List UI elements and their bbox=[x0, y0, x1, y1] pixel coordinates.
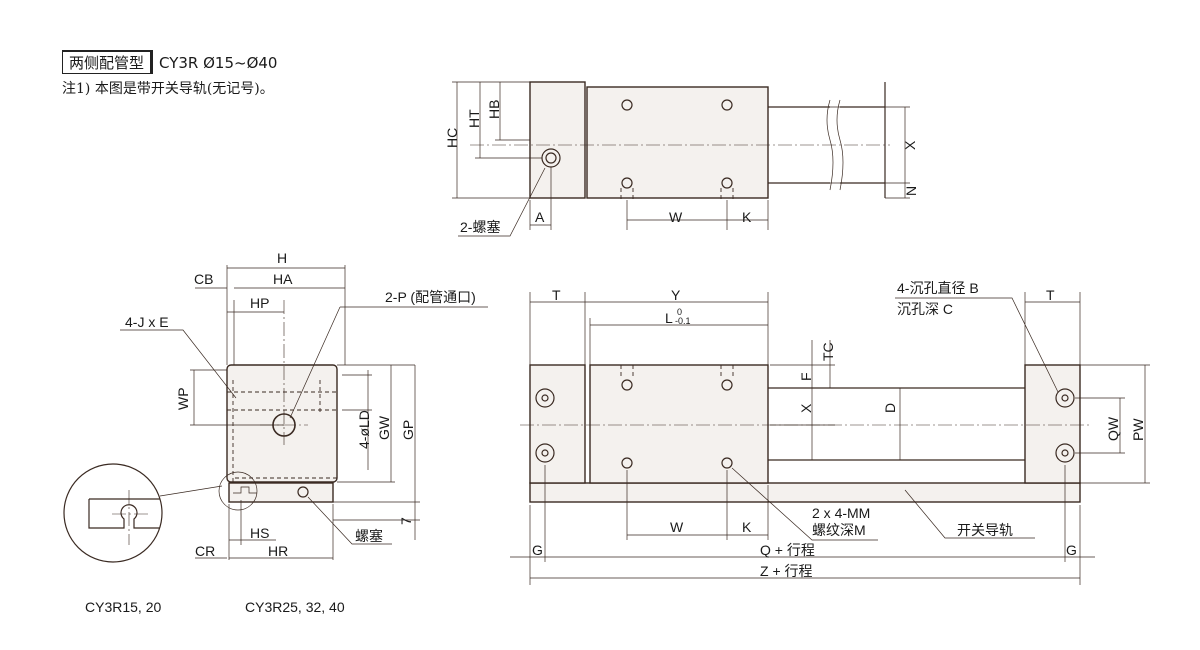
dim-hs: HS bbox=[250, 525, 269, 541]
top-view: HC HT HB X N A W K 2-螺塞 bbox=[444, 81, 919, 237]
dim-ht: HT bbox=[466, 109, 482, 128]
dim-g-left: G bbox=[532, 542, 543, 558]
dim-t-right: T bbox=[1046, 287, 1055, 303]
dim-d: D bbox=[882, 403, 898, 413]
dim-l-upper-tol: 0 bbox=[677, 307, 682, 317]
jxe-label: 4-J x E bbox=[125, 314, 169, 330]
thread-label: 2 x 4-MM bbox=[812, 505, 870, 521]
caption-large-bore: CY3R25, 32, 40 bbox=[245, 599, 345, 615]
counterbore-depth-label: 沉孔深 C bbox=[897, 301, 953, 317]
dim-f: F bbox=[798, 372, 814, 381]
dim-gp: GP bbox=[400, 420, 416, 440]
port-label: 2-P (配管通口) bbox=[385, 289, 476, 305]
dim-g-right: G bbox=[1066, 542, 1077, 558]
dim-a: A bbox=[535, 209, 545, 225]
note: 注1) 本图是带开关导轨(无记号)。 bbox=[62, 81, 274, 97]
dim-hp: HP bbox=[250, 295, 269, 311]
dim-hc: HC bbox=[444, 128, 460, 148]
dim-z: Z + 行程 bbox=[760, 563, 813, 579]
caption-small-bore: CY3R15, 20 bbox=[85, 599, 161, 615]
dim-ld: 4-øLD bbox=[356, 410, 372, 449]
detail-circle bbox=[63, 463, 163, 563]
dim-l: L bbox=[665, 310, 673, 326]
dim-7: 7 bbox=[398, 517, 414, 525]
front-view: T Y L 0 -0.1 TC F X D QW PW T W K G Q + … bbox=[510, 280, 1150, 585]
dim-gw: GW bbox=[376, 415, 392, 440]
thread-depth-label: 螺纹深M bbox=[812, 522, 866, 538]
mounting-holes bbox=[621, 99, 733, 189]
plug-label: 2-螺塞 bbox=[460, 219, 500, 235]
dim-k: K bbox=[742, 519, 752, 535]
type-tag: 两侧配管型 bbox=[62, 50, 154, 74]
counterbore-label: 4-沉孔直径 B bbox=[897, 280, 979, 296]
side-view: H HA CB HP 4-J x E 2-P (配管通口) WP 4-øLD G… bbox=[63, 250, 488, 563]
dim-qw: QW bbox=[1105, 416, 1121, 441]
dim-hb: HB bbox=[486, 100, 502, 119]
dim-w: W bbox=[670, 519, 684, 535]
plug-icon bbox=[297, 486, 309, 498]
dim-tc: TC bbox=[820, 342, 836, 361]
dim-cb: CB bbox=[194, 271, 213, 287]
model-range: CY3R Ø15~Ø40 bbox=[159, 54, 278, 72]
dim-h: H bbox=[277, 250, 287, 266]
dim-ha: HA bbox=[273, 271, 293, 287]
dim-hr: HR bbox=[268, 543, 288, 559]
dim-x: X bbox=[798, 403, 814, 413]
mounting-holes bbox=[535, 379, 1075, 469]
dim-q: Q + 行程 bbox=[760, 542, 815, 558]
plug-label: 螺塞 bbox=[355, 528, 383, 544]
dim-cr: CR bbox=[195, 543, 215, 559]
dim-k: K bbox=[742, 209, 752, 225]
dim-pw: PW bbox=[1130, 418, 1146, 441]
switch-rail-label: 开关导轨 bbox=[957, 522, 1013, 538]
dim-x: X bbox=[902, 140, 918, 150]
dim-l-lower-tol: -0.1 bbox=[675, 316, 691, 326]
dim-wp: WP bbox=[175, 387, 191, 410]
dim-w: W bbox=[669, 209, 683, 225]
dim-n: N bbox=[903, 186, 919, 196]
dim-t-left: T bbox=[552, 287, 561, 303]
dim-y: Y bbox=[671, 287, 681, 303]
header: 两侧配管型 CY3R Ø15~Ø40 bbox=[62, 50, 277, 74]
